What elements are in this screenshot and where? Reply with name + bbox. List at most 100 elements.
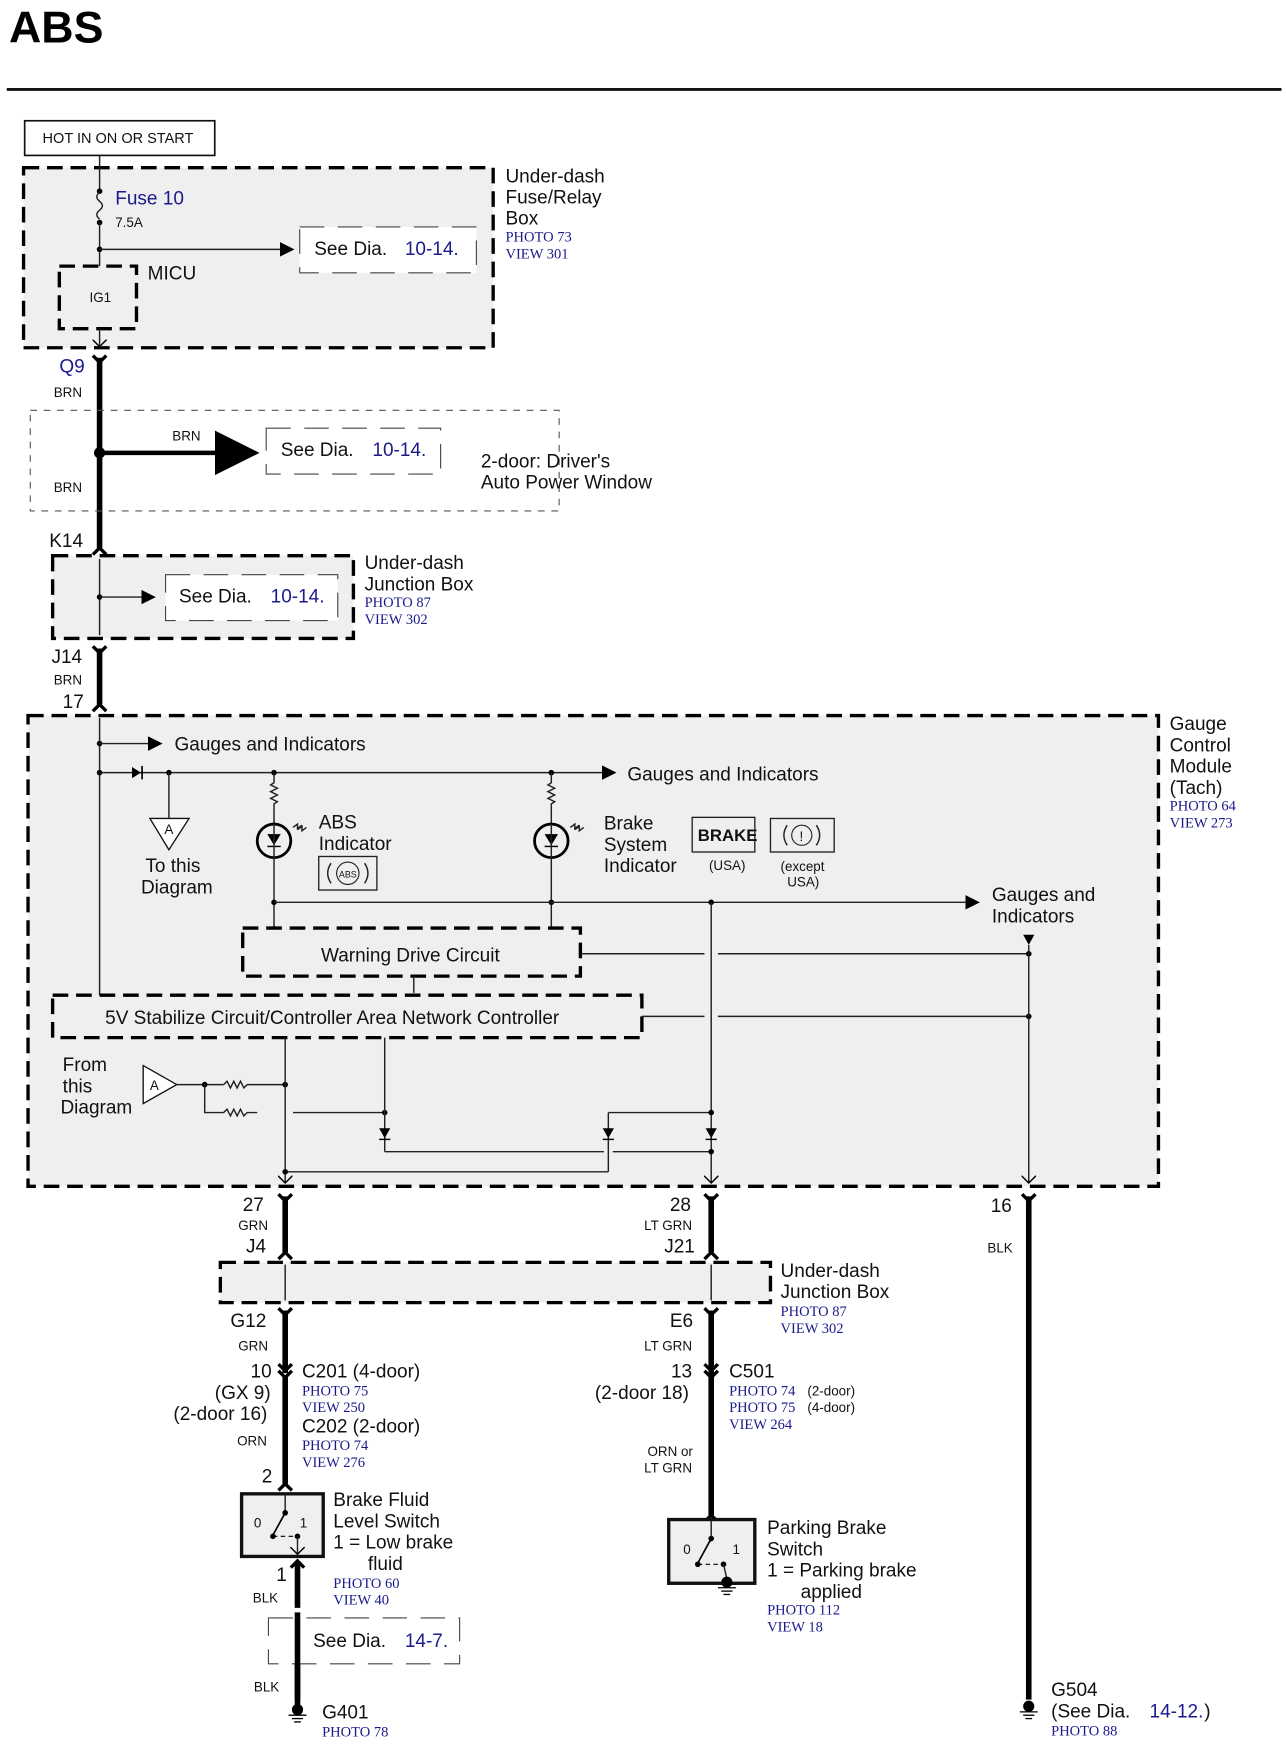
- gauges-indicators-3: Gauges and: [992, 885, 1096, 906]
- see-dia-junction-top: [164, 574, 339, 622]
- svg-text:Junction Box: Junction Box: [781, 1282, 890, 1303]
- svg-text:Diagram: Diagram: [60, 1098, 132, 1119]
- brake-symbol-box: [691, 816, 756, 853]
- junction-top-photo-link[interactable]: PHOTO 87: [365, 595, 431, 611]
- see-dia-link[interactable]: 14-12.: [1150, 1701, 1204, 1722]
- svg-text:BRN: BRN: [172, 429, 200, 444]
- gauge-module-view-link[interactable]: VIEW 273: [1170, 815, 1233, 831]
- svg-text:Junction Box: Junction Box: [365, 574, 474, 595]
- connector-e6: E6: [670, 1311, 693, 1332]
- svg-text:Brake Fluid: Brake Fluid: [333, 1490, 429, 1511]
- connector-pin-2: 2: [262, 1467, 273, 1488]
- svg-text:(except: (except: [781, 859, 825, 874]
- svg-text:LT GRN: LT GRN: [644, 1461, 692, 1476]
- warning-drive-circuit: [241, 926, 583, 978]
- svg-text:ORN: ORN: [237, 1434, 267, 1449]
- svg-text:System: System: [604, 835, 667, 856]
- svg-text:1: 1: [732, 1542, 739, 1557]
- c501-photo-link-1[interactable]: PHOTO 74: [729, 1383, 796, 1399]
- connector-j4: J4: [246, 1236, 267, 1257]
- c202-photo-link[interactable]: PHOTO 74: [302, 1438, 369, 1454]
- connector-pin-1: 1: [276, 1565, 287, 1586]
- abs-indicator-label: ABS: [319, 813, 357, 834]
- g401-photo-link[interactable]: PHOTO 78: [322, 1724, 388, 1740]
- svg-text:0: 0: [683, 1542, 690, 1557]
- svg-text:See Dia.: See Dia.: [281, 440, 354, 461]
- brake-indicator-label: Brake: [604, 814, 654, 835]
- connector-a-out-icon: [148, 817, 191, 852]
- svg-text:(Tach): (Tach): [1170, 778, 1223, 799]
- svg-text:Gauge: Gauge: [1170, 714, 1227, 735]
- svg-text:BRN: BRN: [54, 385, 82, 400]
- gauge-module-photo-link[interactable]: PHOTO 64: [1170, 799, 1237, 815]
- svg-text:BLK: BLK: [987, 1240, 1012, 1255]
- connector-k14: K14: [49, 531, 83, 552]
- brake-fluid-level-switch[interactable]: [239, 1492, 325, 1559]
- g504-photo-link[interactable]: PHOTO 88: [1051, 1723, 1117, 1739]
- junction-top-view-link[interactable]: VIEW 302: [365, 612, 428, 628]
- svg-text:2-door: Driver's: 2-door: Driver's: [481, 451, 610, 472]
- junction-box-bottom-label: Under-dash Junction Box PHOTO 87 VIEW 30…: [781, 1261, 890, 1337]
- connector-pin-27: 27: [243, 1195, 264, 1216]
- svg-text:See Dia.: See Dia.: [314, 239, 387, 260]
- ground-parking-brake-icon: [717, 1576, 736, 1596]
- power-window-region: [29, 409, 560, 512]
- svg-text:A: A: [150, 1078, 159, 1093]
- svg-text:To this: To this: [145, 856, 200, 877]
- junction-bottom-photo-link[interactable]: PHOTO 87: [781, 1304, 847, 1320]
- see-dia-power-window: [265, 427, 442, 475]
- svg-text:GRN: GRN: [238, 1218, 268, 1233]
- diode-icon: [132, 767, 141, 779]
- svg-text:BRN: BRN: [54, 672, 82, 687]
- fuse-rating: 7.5A: [115, 215, 143, 230]
- c501-photo-link-2[interactable]: PHOTO 75: [729, 1400, 795, 1416]
- resistor-icon: [546, 772, 557, 823]
- junction-box-bottom: [218, 1260, 773, 1305]
- see-dia-link[interactable]: 10-14.: [372, 440, 426, 461]
- abs-symbol-box: [318, 855, 378, 891]
- svg-text:Indicators: Indicators: [992, 906, 1074, 927]
- svg-text:Module: Module: [1170, 757, 1232, 778]
- svg-text:GRN: GRN: [238, 1339, 268, 1354]
- c202-view-link[interactable]: VIEW 276: [302, 1455, 365, 1471]
- fuse-box-photo-link[interactable]: PHOTO 73: [505, 230, 571, 246]
- see-dia-link[interactable]: 14-7.: [405, 1631, 448, 1652]
- svg-text:Warning Drive Circuit: Warning Drive Circuit: [321, 946, 500, 967]
- svg-text:(See Dia.: (See Dia.: [1051, 1701, 1130, 1722]
- fuse-box-view-link[interactable]: VIEW 301: [505, 246, 568, 262]
- c201-view-link[interactable]: VIEW 250: [302, 1400, 365, 1416]
- abs-warning-icon: [336, 861, 360, 886]
- see-dia-link[interactable]: 10-14.: [271, 587, 325, 608]
- gauges-indicators-2: Gauges and Indicators: [627, 764, 818, 785]
- parking-brake-switch[interactable]: [667, 1517, 757, 1585]
- svg-text:(GX 9): (GX 9): [215, 1383, 271, 1404]
- connector-c201-label: C201 (4-door): [302, 1362, 420, 1383]
- brake-fluid-view-link[interactable]: VIEW 40: [333, 1593, 389, 1609]
- c201-photo-link[interactable]: PHOTO 75: [302, 1383, 368, 1399]
- brake-fluid-switch-label: Brake Fluid Level Switch 1 = Low brake f…: [333, 1490, 453, 1608]
- svg-text:fluid: fluid: [368, 1554, 403, 1575]
- svg-text:ABS: ABS: [339, 870, 357, 880]
- see-dia-link[interactable]: 10-14.: [405, 239, 459, 260]
- svg-text:BLK: BLK: [254, 1680, 279, 1695]
- parking-brake-view-link[interactable]: VIEW 18: [767, 1619, 823, 1635]
- parking-brake-photo-link[interactable]: PHOTO 112: [767, 1603, 840, 1619]
- junction-bottom-view-link[interactable]: VIEW 302: [781, 1321, 844, 1337]
- fuse-label: Fuse 10: [115, 189, 184, 210]
- svg-text:): ): [1204, 1701, 1210, 1722]
- connector-j21: J21: [664, 1236, 695, 1257]
- svg-text:1 = Parking brake: 1 = Parking brake: [767, 1561, 916, 1582]
- svg-text:Under-dash: Under-dash: [505, 166, 604, 187]
- svg-text:!: !: [800, 829, 804, 844]
- c501-view-link[interactable]: VIEW 264: [729, 1417, 793, 1433]
- gauges-indicators-1: Gauges and Indicators: [175, 734, 366, 755]
- diode-icon: [602, 1128, 614, 1139]
- power-source-label: HOT IN ON OR START: [43, 131, 194, 147]
- brake-fluid-photo-link[interactable]: PHOTO 60: [333, 1576, 399, 1592]
- svg-text:Switch: Switch: [767, 1539, 823, 1560]
- svg-text:0: 0: [254, 1515, 261, 1530]
- svg-text:Under-dash: Under-dash: [365, 553, 464, 574]
- connector-pin-13: 13: [671, 1362, 692, 1383]
- ground-g401-icon: [288, 1704, 307, 1723]
